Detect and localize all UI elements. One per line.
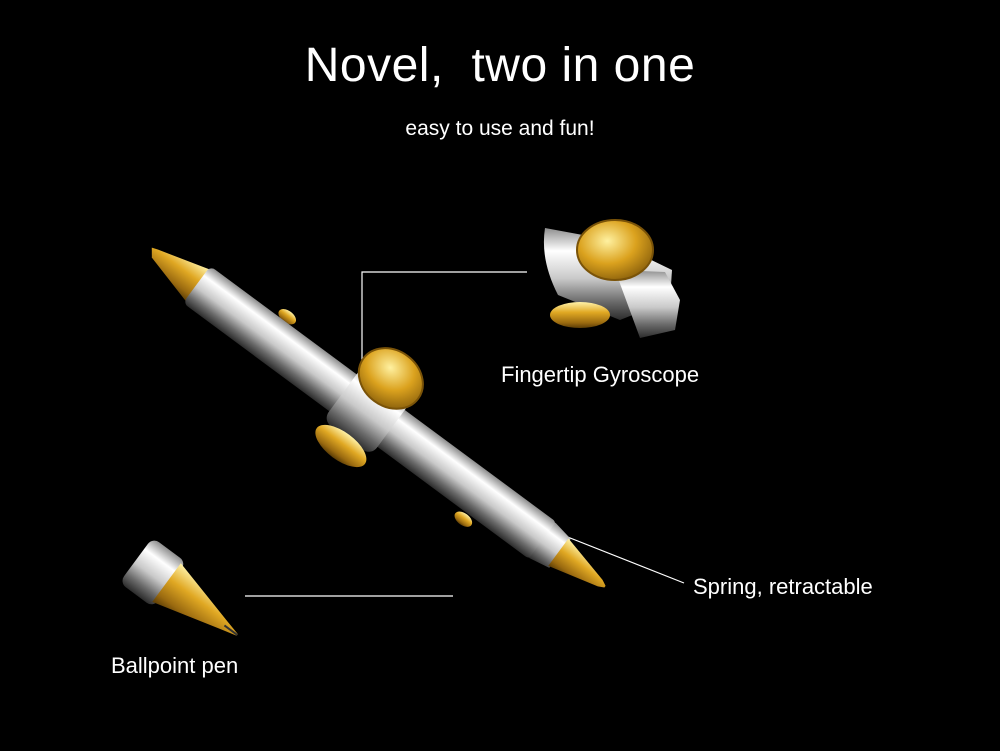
ballpoint-label: Ballpoint pen [111,653,239,678]
spring-label: Spring, retractable [693,574,873,599]
gyroscope-callout-line [361,271,527,362]
ballpoint-closeup [122,540,238,636]
callout-lines [245,271,685,597]
spinner-pen [151,247,606,588]
gyroscope-label: Fingertip Gyroscope [501,362,700,387]
subheadline: easy to use and fun! [405,117,595,140]
gyroscope-closeup [543,219,680,338]
headline: Novel, two in one [304,39,696,92]
